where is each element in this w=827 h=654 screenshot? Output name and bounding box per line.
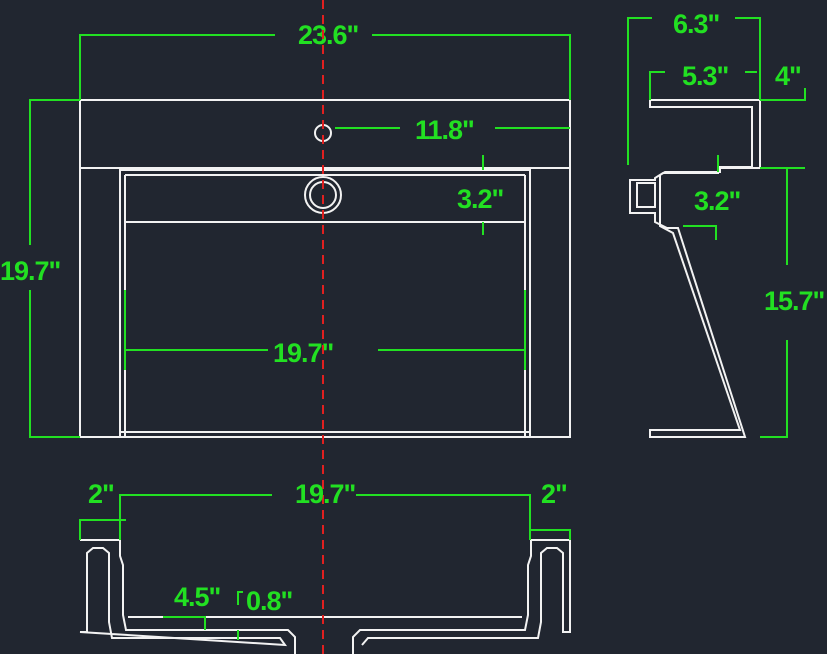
dim-faucet-offset: 11.8" [415, 115, 474, 145]
dim-basin-width: 19.7" [295, 479, 356, 509]
dim-overall-depth: 6.3" [673, 9, 720, 39]
section-dimensions [79, 494, 571, 640]
dim-side-drawer: 3.2" [694, 186, 741, 216]
front-view [79, 99, 571, 438]
dim-top-depth: 5.3" [682, 61, 729, 91]
front-dimensions [29, 34, 571, 438]
dim-overall-width: 23.6" [298, 20, 359, 50]
dim-top-thickness: 4" [775, 61, 801, 91]
dim-leg-height: 15.7" [764, 286, 825, 316]
dim-basin-depth: 4.5" [174, 582, 221, 612]
side-dimensions [627, 17, 806, 438]
dim-inner-width: 19.7" [273, 338, 334, 368]
dim-left-wall: 2" [88, 479, 114, 509]
side-view [629, 99, 761, 438]
dim-overall-height: 19.7" [0, 256, 61, 286]
dim-bottom-thickness: 0.8" [246, 586, 293, 616]
section-view [79, 539, 571, 654]
dim-right-wall: 2" [541, 479, 567, 509]
dim-front-drawer: 3.2" [457, 184, 504, 214]
